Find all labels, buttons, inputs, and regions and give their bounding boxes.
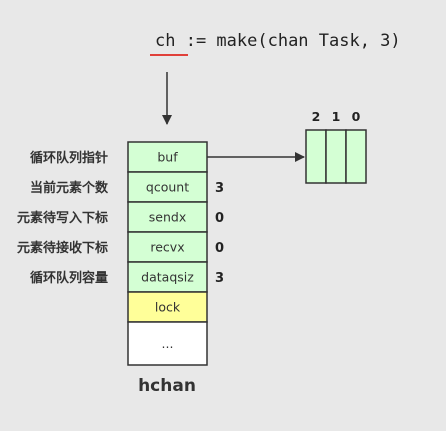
field-value-qcount: 3 [215,181,224,196]
field-name-recvx: recvx [150,240,184,255]
hchan-struct: buf 循环队列指针 qcount 当前元素个数 3 sendx 元素待写入下标 0 recvx… [17,141,224,366]
field-cell-more [127,321,208,366]
field-name-buf: buf [157,150,178,165]
field-name-sendx: sendx [149,210,186,225]
field-cell-sendx [127,201,208,233]
buffer-index-0: 0 [352,109,361,124]
field-value-recvx: 0 [215,241,224,256]
field-label-sendx: 元素待写入下标 [17,210,108,226]
field-label-dataqsiz: 循环队列容量 [30,270,108,286]
buffer-slot-1 [325,129,347,184]
code-expression: := make(chan Task, 3) [175,31,400,51]
buffer-slot-0 [345,129,367,184]
field-label-buf: 循环队列指针 [30,150,108,166]
field-label-recvx: 元素待接收下标 [17,240,108,256]
field-name-dataqsiz: dataqsiz [141,270,194,285]
field-cell-qcount [127,171,208,203]
field-name-more: ... [162,336,174,351]
code-var: ch [155,31,175,51]
code-line: ch := make(chan Task, 3) [155,31,401,51]
field-label-qcount: 当前元素个数 [30,180,109,196]
field-cell-dataqsiz [127,261,208,293]
field-value-dataqsiz: 3 [215,271,224,286]
buffer-slot-2 [305,129,327,184]
struct-name: hchan [138,376,196,396]
buffer-index-1: 1 [332,109,341,124]
buffer-index-2: 2 [312,109,321,124]
field-cell-lock [127,291,208,323]
field-cell-recvx [127,231,208,263]
field-value-sendx: 0 [215,211,224,226]
field-name-lock: lock [155,300,181,315]
field-name-qcount: qcount [146,180,189,195]
